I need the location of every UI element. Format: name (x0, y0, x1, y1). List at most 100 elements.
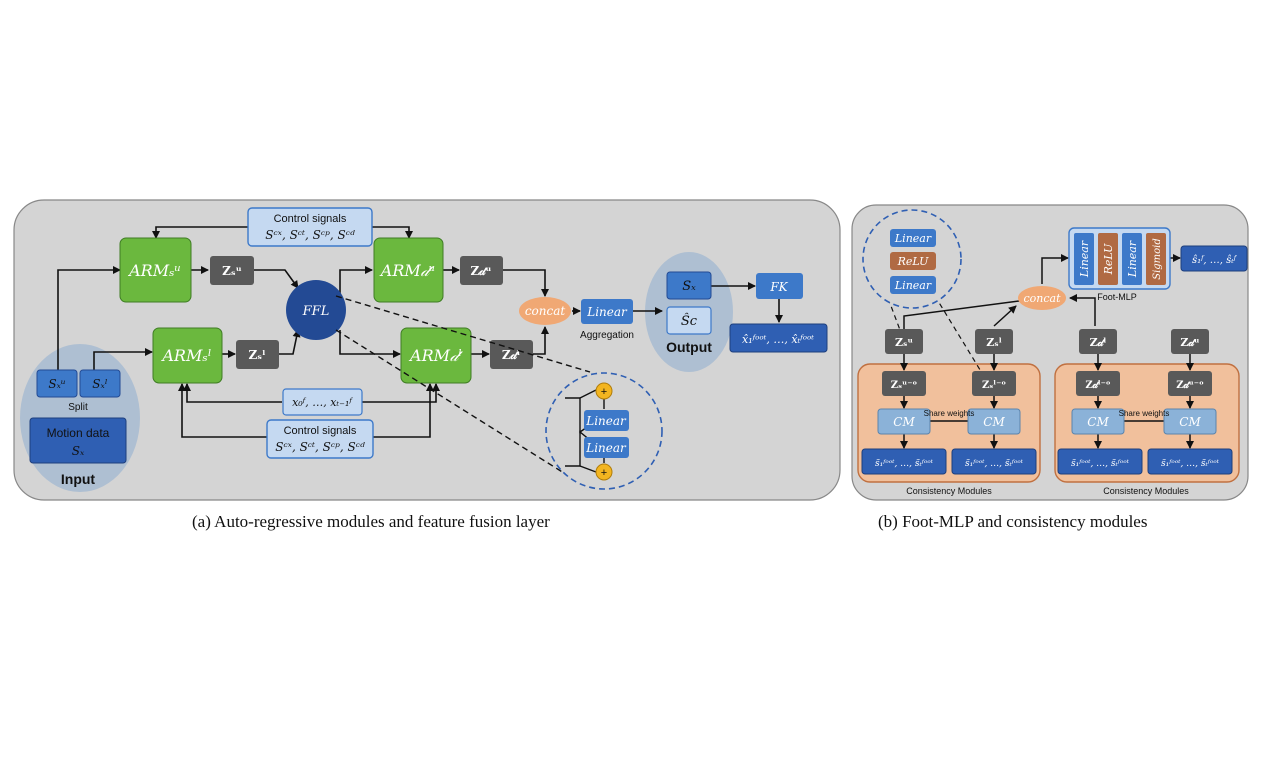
input-s-x-u-box (36, 369, 78, 398)
cm-output-box-3 (1057, 448, 1143, 475)
mlp-zoom-relu-label: ReLU (897, 255, 929, 268)
cm-block-3 (1071, 408, 1125, 435)
cm-output-label-3: s̃₁ᶠᵒᵒᵗ, …, s̃ₜᶠᵒᵒᵗ (1071, 458, 1130, 469)
cm-output-box-2 (951, 448, 1037, 475)
z-d-l-label: Z𝒹ˡ (502, 348, 521, 362)
control-signals-top-box (247, 207, 373, 247)
z-inner-box-4 (1168, 371, 1212, 396)
foot-mlp-block-3 (1122, 233, 1142, 285)
arm-s-u-block (119, 237, 192, 303)
z-s-u-box (210, 256, 254, 285)
foot-mlp-box (1068, 227, 1171, 290)
z-top-box-1 (885, 329, 923, 354)
cm-output-label-1: s̃₁ᶠᵒᵒᵗ, …, s̃ₜᶠᵒᵒᵗ (875, 458, 934, 469)
z-inner-box-3 (1076, 371, 1120, 396)
cm-label-2: CM (983, 415, 1005, 429)
zoom-linear-block-2 (584, 437, 629, 458)
output-label: Output (666, 339, 712, 355)
mlp-zoom-line-1 (884, 289, 901, 331)
split-label: Split (68, 402, 88, 413)
control-signals-top-math: Sᶜˣ, Sᶜᵗ, Sᶜᵖ, Sᶜᵈ (265, 228, 355, 242)
arm-d-l-block (400, 327, 472, 384)
cm-output-label-2: s̃₁ᶠᵒᵒᵗ, …, s̃ₜᶠᵒᵒᵗ (965, 458, 1024, 469)
caption-a: (a) Auto-regressive modules and feature … (192, 512, 550, 531)
cm-label-3: CM (1087, 415, 1109, 429)
motion-data-title: Motion data (47, 426, 110, 440)
arm-d-u-block (373, 237, 444, 303)
foot-mlp-block-4 (1146, 233, 1166, 285)
arm-s-l-block (152, 327, 223, 384)
cm-block-4 (1163, 408, 1217, 435)
mlp-zoom-line-2 (934, 295, 986, 379)
input-s-x-u-label: Sₓᵘ (48, 377, 65, 391)
foot-mlp-block-2-label: ReLU (1102, 243, 1115, 275)
ffl-node (286, 280, 346, 340)
z-top-label-4: Z𝒹ᵘ (1180, 336, 1200, 349)
cm-output-label-4: s̃₁ᶠᵒᵒᵗ, …, s̃ₜᶠᵒᵒᵗ (1161, 458, 1220, 469)
caption-b: (b) Foot-MLP and consistency modules (878, 512, 1148, 531)
consistency-label-left: Consistency Modules (906, 486, 992, 496)
z-inner-box-2 (972, 371, 1016, 396)
input-s-x-l-box (79, 369, 121, 398)
mlp-zoom-linear-label-1: Linear (894, 232, 932, 245)
output-s-x-box (666, 271, 712, 300)
zoom-linear-block-1 (584, 410, 629, 431)
linear-block-a (581, 299, 633, 324)
z-inner-label-1: Zₛᵘ⁻ᵒ (891, 380, 918, 391)
panel-b-connectors (900, 254, 1194, 449)
z-inner-label-3: Z𝒹ˡ⁻ᵒ (1085, 380, 1111, 391)
foot-mlp-label: Foot-MLP (1097, 292, 1137, 302)
z-d-l-box (490, 340, 533, 369)
aggregation-label: Aggregation (580, 330, 634, 341)
consistency-label-right: Consistency Modules (1103, 486, 1189, 496)
arm-s-u-label: ARMₛᵘ (127, 261, 181, 280)
ffl-zoom-line-2 (335, 329, 576, 481)
arm-s-l-label: ARMₛˡ (160, 346, 211, 365)
z-inner-label-4: Z𝒹ᵘ⁻ᵒ (1176, 380, 1204, 391)
cm-output-box-1 (861, 448, 947, 475)
z-top-box-3 (1079, 329, 1117, 354)
plus-sign-top: + (601, 386, 607, 398)
fk-label: FK (769, 280, 788, 294)
z-inner-box-1 (882, 371, 926, 396)
concat-label-a: concat (525, 304, 566, 318)
share-weights-left: Share weights (924, 409, 975, 418)
arm-d-u-label: ARM𝒹ᵘ (379, 261, 435, 280)
motion-data-math: Sₓ (72, 444, 85, 458)
foot-output-label: x̂₁ᶠᵒᵒᵗ, …, x̂ₜᶠᵒᵒᵗ (742, 333, 814, 346)
plus-sign-bottom: + (601, 467, 607, 479)
z-top-label-2: Zₛˡ (986, 336, 1002, 349)
foot-output-box (729, 323, 828, 353)
mlp-zoom-linear-block-1 (890, 229, 936, 247)
foot-mlp-block-2 (1098, 233, 1118, 285)
foot-seq-label: x₀ᶠ, …, xₜ₋₁ᶠ (292, 396, 353, 409)
share-weights-right: Share weights (1119, 409, 1170, 418)
control-signals-bottom-math: Sᶜˣ, Sᶜᵗ, Sᶜᵖ, Sᶜᵈ (275, 440, 365, 454)
ffl-zoom-line-1 (335, 295, 591, 373)
foot-mlp-block-4-label: Sigmoid (1152, 238, 1163, 280)
z-s-l-label: Zₛˡ (249, 348, 266, 362)
mlp-zoom-linear-block-2 (890, 276, 936, 294)
zoom-linear-label-1: Linear (585, 414, 627, 428)
cm-label-4: CM (1179, 415, 1201, 429)
control-signals-bottom-box (266, 419, 374, 459)
z-top-box-2 (975, 329, 1013, 354)
cm-block-1 (877, 408, 931, 435)
input-label: Input (61, 471, 96, 487)
ffl-label: FFL (302, 304, 330, 319)
z-s-u-label: Zₛᵘ (222, 264, 242, 278)
zoom-linear-label-2: Linear (585, 441, 627, 455)
concat-node-b (1018, 286, 1066, 310)
output-s-c-hat-label: Ŝc (681, 312, 698, 329)
z-inner-label-2: Zₛˡ⁻ᵒ (982, 380, 1006, 391)
cm-output-box-4 (1147, 448, 1233, 475)
z-top-box-4 (1171, 329, 1209, 354)
foot-mlp-block-1-label: Linear (1078, 240, 1091, 278)
concat-label-b: concat (1023, 292, 1061, 305)
foot-seq-box (282, 388, 363, 416)
z-top-label-3: Z𝒹ˡ (1090, 336, 1107, 349)
plus-node-top (595, 382, 613, 400)
input-s-x-l-label: Sₓˡ (92, 377, 107, 391)
z-d-u-label: Z𝒹ᵘ (470, 264, 491, 278)
